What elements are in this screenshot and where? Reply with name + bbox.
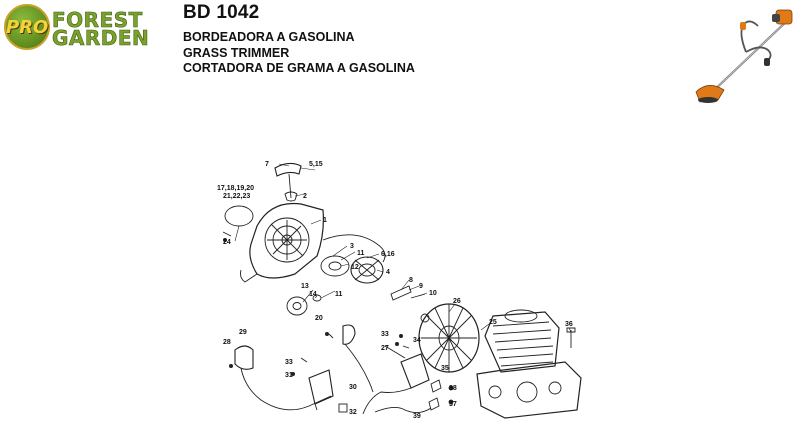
label-33b: 33 bbox=[285, 359, 293, 366]
small-screws bbox=[222, 231, 410, 363]
trimmer-shaft bbox=[709, 19, 789, 95]
label-27: 27 bbox=[381, 345, 389, 352]
label-24: 24 bbox=[223, 239, 231, 246]
label-25: 25 bbox=[489, 319, 497, 326]
label-28: 28 bbox=[223, 339, 231, 346]
badge-pro-text: PRO bbox=[6, 17, 49, 38]
label-39: 39 bbox=[413, 413, 421, 420]
ignition-module-31 bbox=[308, 369, 334, 411]
label-36: 36 bbox=[565, 321, 573, 328]
label-29: 29 bbox=[239, 329, 247, 336]
desc-line-1: BORDEADORA A GASOLINA bbox=[183, 30, 355, 44]
grass-trimmer-illustration bbox=[695, 9, 793, 103]
label-9: 9 bbox=[419, 283, 423, 290]
flywheel bbox=[418, 303, 480, 373]
forest-garden-logo: PRO FOREST GARDEN bbox=[4, 4, 169, 50]
label-37: 37 bbox=[449, 401, 457, 408]
label-32: 32 bbox=[349, 409, 357, 416]
label-26: 26 bbox=[453, 298, 461, 305]
trimmer-guard bbox=[695, 85, 725, 103]
flywheel-nut bbox=[420, 313, 430, 323]
label-10: 10 bbox=[429, 290, 437, 297]
label-33a: 33 bbox=[381, 331, 389, 338]
starter-handle bbox=[274, 162, 302, 202]
part-labels: 7 5,15 17,18,19,20 21,22,23 2 1 24 3 11 … bbox=[217, 161, 573, 420]
label-34: 34 bbox=[413, 337, 421, 344]
label-30: 30 bbox=[349, 384, 357, 391]
ignition-wire bbox=[240, 367, 332, 411]
switch-cover-28 bbox=[234, 345, 254, 370]
screw-dots bbox=[223, 238, 454, 405]
label-38: 38 bbox=[449, 385, 457, 392]
gasket-plate bbox=[224, 205, 254, 227]
label-35: 35 bbox=[441, 365, 449, 372]
connector-32 bbox=[338, 403, 348, 413]
desc-line-2: GRASS TRIMMER bbox=[183, 45, 290, 60]
label-7: 7 bbox=[265, 161, 269, 168]
spark-plug-cap bbox=[428, 379, 442, 411]
switch-cover-29 bbox=[342, 324, 356, 345]
starter-housing bbox=[240, 202, 324, 283]
label-11b: 11 bbox=[335, 291, 343, 298]
label-31: 31 bbox=[285, 372, 293, 379]
label-17-20: 17,18,19,20 bbox=[217, 185, 254, 192]
document-header: BD 1042 BORDEADORA A GASOLINA GRASS TRIM… bbox=[183, 2, 415, 77]
label-3: 3 bbox=[350, 243, 354, 250]
desc-line-3: CORTADORA DE GRAMA A GASOLINA bbox=[183, 61, 415, 75]
logo-word-garden: GARDEN bbox=[52, 26, 150, 50]
exploded-parts-diagram: 7 5,15 17,18,19,20 21,22,23 2 1 24 3 11 … bbox=[217, 161, 582, 420]
label-6-16: 6,16 bbox=[381, 251, 395, 258]
ignition-coil bbox=[362, 345, 430, 415]
trimmer-engine bbox=[772, 9, 793, 25]
bolt-36 bbox=[566, 327, 576, 348]
logo-word-forest: FOREST bbox=[52, 8, 143, 32]
ground-wire-39 bbox=[374, 407, 432, 413]
label-21-23: 21,22,23 bbox=[223, 193, 250, 200]
label-20: 20 bbox=[315, 315, 323, 322]
label-11a: 11 bbox=[357, 250, 365, 257]
label-8: 8 bbox=[409, 277, 413, 284]
label-14: 14 bbox=[309, 291, 317, 298]
label-4: 4 bbox=[386, 269, 390, 276]
leader-lines bbox=[234, 163, 572, 333]
label-13: 13 bbox=[301, 283, 309, 290]
label-2: 2 bbox=[303, 193, 307, 200]
ratchet-parts bbox=[286, 294, 322, 316]
engine-block bbox=[476, 309, 582, 419]
starter-rope bbox=[322, 234, 386, 263]
model-title: BD 1042 bbox=[183, 2, 260, 23]
starter-pulley bbox=[320, 255, 350, 277]
trimmer-handlebar bbox=[740, 20, 772, 66]
starter-spring-cup bbox=[350, 256, 384, 284]
label-5-15: 5,15 bbox=[309, 161, 323, 168]
label-12: 12 bbox=[351, 264, 359, 271]
label-1: 1 bbox=[323, 217, 327, 224]
ignition-wire-2 bbox=[344, 343, 374, 393]
pro-badge-icon: PRO bbox=[4, 4, 50, 50]
